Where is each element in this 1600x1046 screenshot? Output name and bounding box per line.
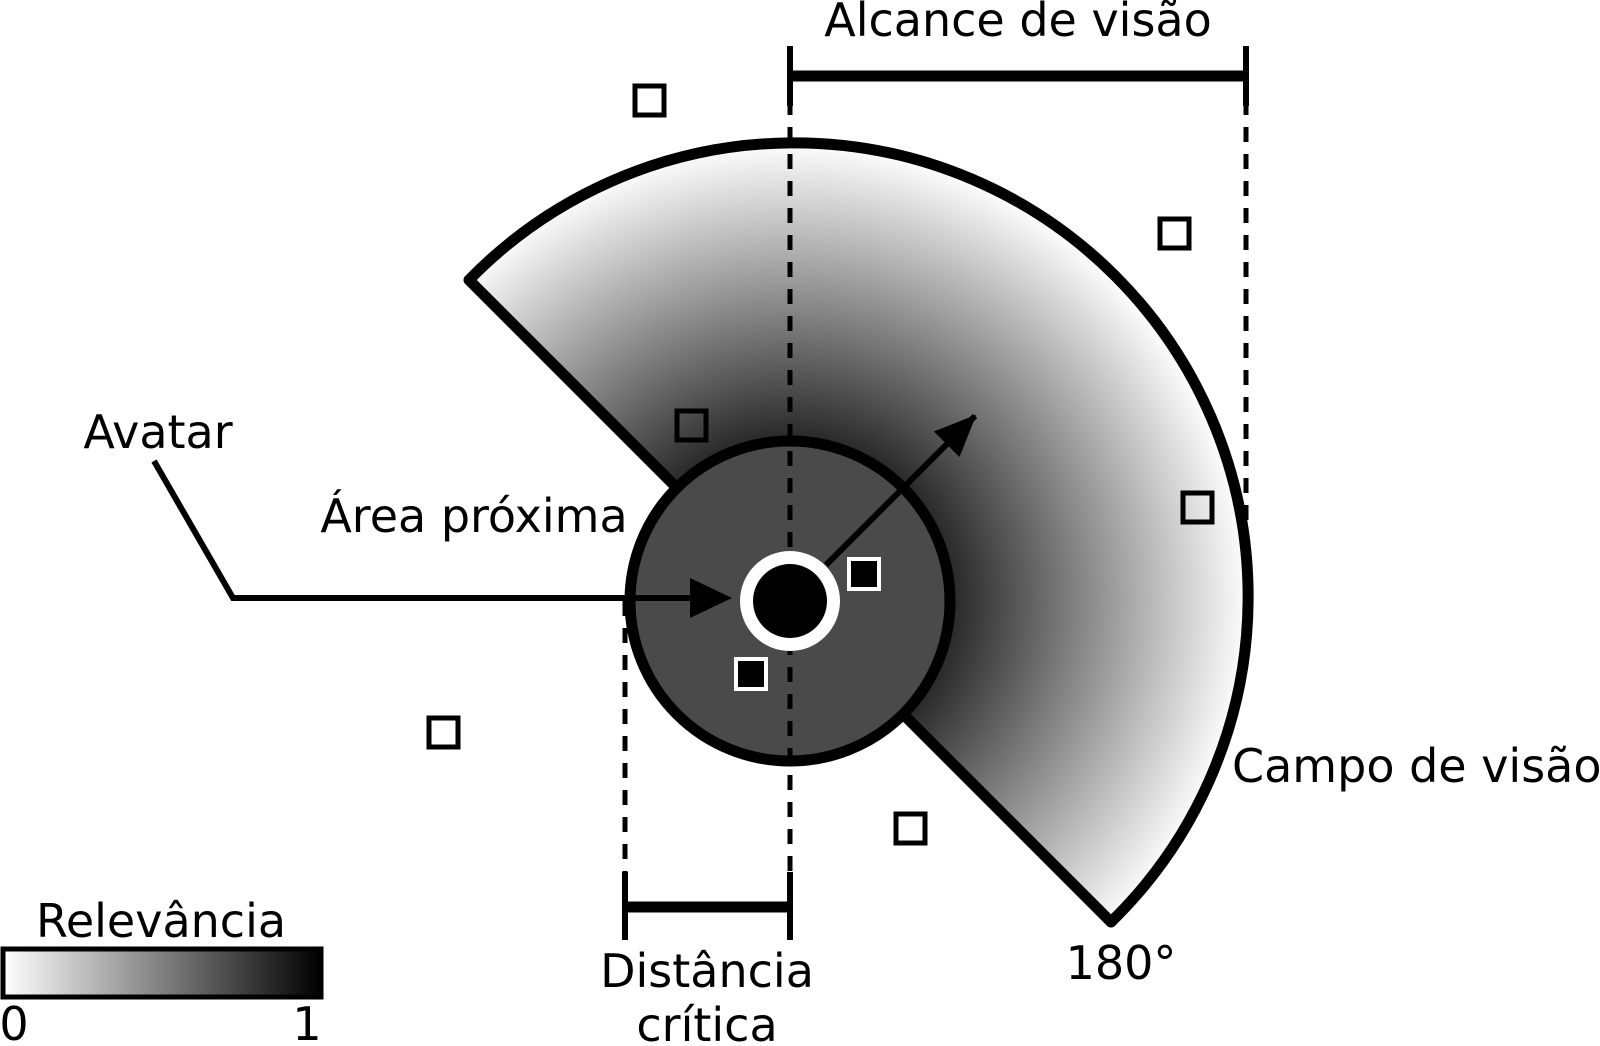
object-square xyxy=(1157,216,1192,251)
avatar-pointer-line xyxy=(151,459,690,601)
legend-min-label: 0 xyxy=(0,997,29,1046)
legend-max-label: 1 xyxy=(292,997,321,1046)
direction-arrow xyxy=(823,413,978,568)
near-area-label: Área próxima xyxy=(320,489,627,543)
near-object-square xyxy=(734,657,768,691)
critical-distance-label-line2: crítica xyxy=(636,998,777,1046)
object-square xyxy=(632,83,667,118)
object-square xyxy=(674,408,709,443)
angle-label: 180° xyxy=(1066,936,1177,990)
avatar-label: Avatar xyxy=(83,405,232,459)
object-square xyxy=(1180,490,1215,525)
avatar-pointer-arrowhead xyxy=(690,578,732,618)
legend-gradient-bar xyxy=(0,946,324,1000)
object-square xyxy=(426,715,461,750)
critical-distance-label-line1: Distância xyxy=(600,944,814,998)
near-object-square xyxy=(847,557,881,591)
critical-distance-bracket xyxy=(622,872,793,940)
relevance-legend: Relevância 0 1 xyxy=(0,894,324,1046)
vision-range-label: Alcance de visão xyxy=(824,0,1212,47)
vision-range-bracket xyxy=(787,46,1249,106)
legend-title: Relevância xyxy=(36,894,286,948)
object-square xyxy=(893,811,928,846)
avatar-dot xyxy=(753,564,827,638)
field-of-view-label: Campo de visão xyxy=(1232,739,1600,793)
